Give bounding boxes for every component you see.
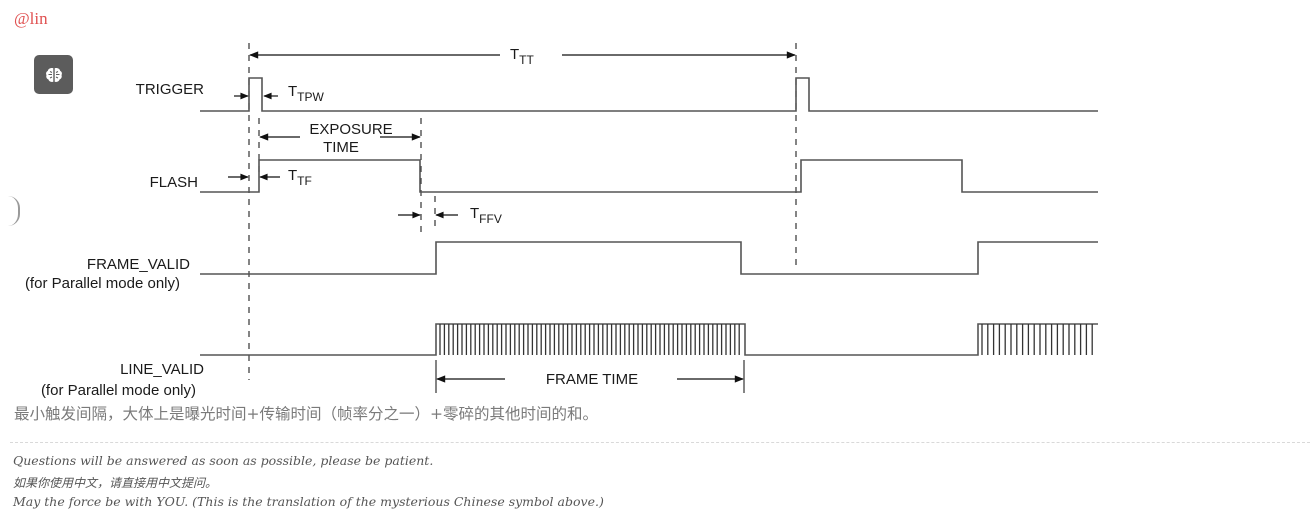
frame-valid-note: (for Parallel mode only) [25, 275, 180, 292]
line-valid-label: LINE_VALID [120, 361, 204, 378]
trigger-label: TRIGGER [136, 81, 205, 98]
brain-button[interactable] [34, 55, 73, 94]
footer-note-1: Questions will be answered as soon as po… [13, 453, 434, 468]
footer-note-3: May the force be with YOU. (This is the … [13, 494, 604, 509]
flash-label: FLASH [150, 174, 198, 191]
trigger-waveform [200, 77, 1098, 112]
line-valid-note: (for Parallel mode only) [41, 382, 196, 399]
exposure-label-1: EXPOSURE [309, 121, 392, 138]
separator [10, 442, 1310, 443]
author-mention: @lin [14, 9, 48, 28]
brain-icon [45, 67, 62, 82]
frame-valid-label: FRAME_VALID [87, 256, 190, 273]
line-valid-pulses [439, 324, 1093, 355]
ttt-label: TTT [510, 46, 535, 67]
line-valid-waveform [200, 323, 1098, 356]
tffv-label: TFFV [470, 205, 502, 226]
scroll-edge [8, 196, 20, 226]
timing-diagram: TTT TTPW EXPOSURE TIME TTF TFFV FRAME TI… [25, 43, 1098, 399]
caption-text: 最小触发间隔，大体上是曝光时间+传输时间（帧率分之一）+零碎的其他时间的和。 [14, 405, 598, 423]
footer-note-2: 如果你使用中文，请直接用中文提问。 [13, 476, 218, 490]
exposure-label-2: TIME [323, 139, 359, 156]
frame-time-label: FRAME TIME [546, 371, 638, 388]
flash-waveform [200, 159, 1098, 193]
ttpw-label: TTPW [288, 83, 325, 104]
frame-valid-waveform [200, 241, 1098, 275]
ttf-label: TTF [288, 167, 312, 188]
